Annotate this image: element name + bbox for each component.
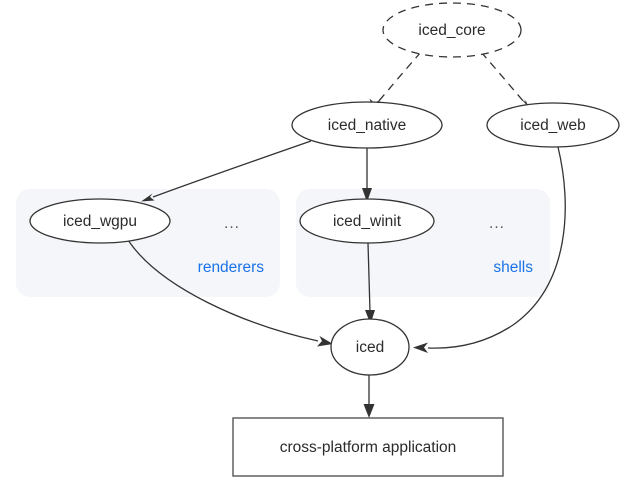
edge-iced-web-to-iced <box>413 146 566 353</box>
node-iced-winit[interactable]: iced_winit <box>299 198 435 244</box>
node-iced-shape[interactable] <box>330 318 410 376</box>
edge-iced-to-application-arrowhead <box>363 404 375 418</box>
edge-iced-wgpu-to-iced <box>127 239 333 347</box>
edge-iced-native-to-iced-wgpu-arrowhead <box>141 193 155 202</box>
edge-iced-wgpu-to-iced-line <box>127 239 319 342</box>
node-iced-web[interactable]: iced_web <box>486 102 620 148</box>
node-iced-winit-label: iced_winit <box>333 213 402 230</box>
edge-iced-web-to-iced-line <box>427 146 566 349</box>
node-iced-native[interactable]: iced_native <box>291 101 443 149</box>
node-cross-platform-application-label: cross-platform application <box>280 439 457 456</box>
node-iced-native-shape[interactable] <box>291 101 443 149</box>
edge-iced-native-to-iced-winit-arrowhead <box>362 188 372 202</box>
edge-iced-winit-to-iced-arrowhead <box>365 310 375 324</box>
edge-iced-native-to-iced-winit <box>362 147 372 202</box>
node-iced-winit-shape[interactable] <box>299 198 435 244</box>
cluster-renderers-label: renderers <box>198 259 265 276</box>
node-cross-platform-application[interactable]: cross-platform application <box>232 417 504 477</box>
edge-iced-winit-to-iced-line <box>367 242 371 313</box>
edge-iced-wgpu-to-iced-arrowhead <box>317 336 333 347</box>
node-iced-core-label: iced_core <box>418 22 485 39</box>
edge-iced-native-to-iced-wgpu-line <box>152 140 312 198</box>
node-iced[interactable]: iced <box>330 318 410 376</box>
cluster-renderers-ellipsis: ... <box>224 215 240 232</box>
edge-iced-web-to-iced-arrowhead <box>413 342 428 353</box>
edge-iced-core-to-iced-web-line <box>480 51 525 103</box>
cluster-shells-label: shells <box>493 259 533 276</box>
node-iced-wgpu-label: iced_wgpu <box>63 213 137 230</box>
edge-iced-to-application <box>363 375 375 418</box>
node-iced-native-label: iced_native <box>328 117 406 134</box>
node-iced-web-label: iced_web <box>520 117 586 134</box>
node-iced-core-shape[interactable] <box>382 2 522 58</box>
edge-iced-core-to-iced-web <box>480 51 533 112</box>
node-cross-platform-application-shape[interactable] <box>232 417 504 477</box>
edge-iced-winit-to-iced <box>365 242 375 324</box>
edge-iced-native-to-iced-wgpu <box>141 140 312 202</box>
node-iced-label: iced <box>356 339 384 356</box>
node-iced-wgpu[interactable]: iced_wgpu <box>29 198 171 244</box>
node-iced-web-shape[interactable] <box>486 102 620 148</box>
node-iced-wgpu-shape[interactable] <box>29 198 171 244</box>
cluster-shells-ellipsis: ... <box>489 215 505 232</box>
edge-iced-core-to-iced-native-line <box>377 51 422 103</box>
node-iced-core[interactable]: iced_core <box>382 2 522 58</box>
